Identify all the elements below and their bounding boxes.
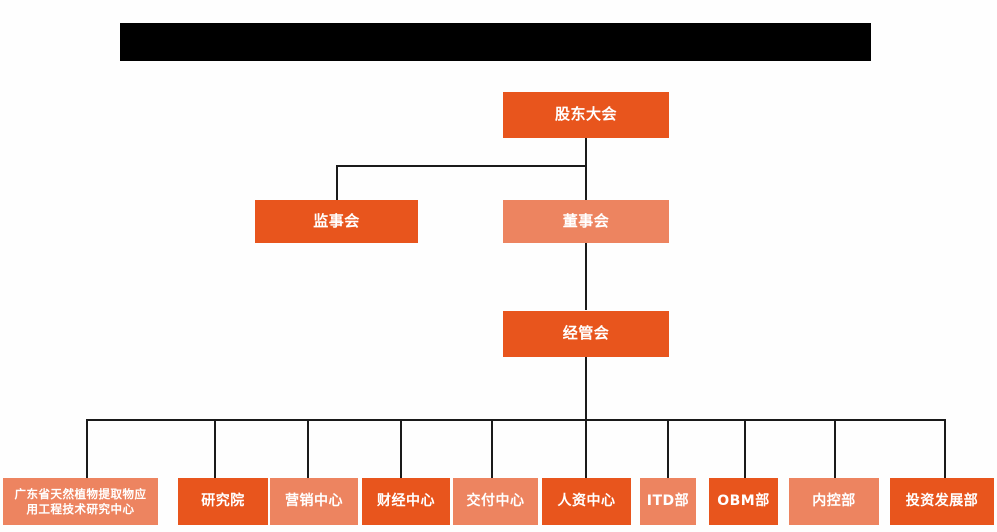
- connector-management-down: [585, 357, 587, 420]
- node-department-internal-control[interactable]: 内控部: [789, 478, 879, 525]
- connector-stub-10: [944, 419, 946, 478]
- node-department-hr-center-label: 人资中心: [557, 492, 616, 509]
- node-department-delivery-center[interactable]: 交付中心: [453, 478, 538, 525]
- node-shareholders-meeting-label: 股东大会: [554, 105, 617, 124]
- node-department-research-institute-label: 研究院: [201, 492, 245, 509]
- connector-stub-4: [400, 419, 402, 478]
- connector-supervisors-down: [336, 165, 338, 200]
- node-board-of-supervisors[interactable]: 监事会: [255, 200, 418, 243]
- node-department-obm[interactable]: OBM部: [709, 478, 778, 525]
- node-department-research-center[interactable]: 广东省天然植物提取物应 用工程技术研究中心: [3, 478, 158, 525]
- node-department-finance-center-label: 财经中心: [377, 492, 435, 509]
- connector-stub-2: [214, 419, 216, 478]
- node-department-research-center-label-line1: 广东省天然植物提取物应: [14, 486, 147, 501]
- node-department-itd-label: ITD部: [646, 492, 690, 509]
- connector-stub-3: [307, 419, 309, 478]
- node-shareholders-meeting[interactable]: 股东大会: [503, 92, 669, 138]
- connector-stub-7: [667, 419, 669, 478]
- node-management-committee-label: 经管会: [562, 324, 610, 343]
- node-department-obm-label: OBM部: [717, 492, 770, 509]
- connector-stub-5: [491, 419, 493, 478]
- node-board-of-directors-label: 董事会: [562, 211, 610, 230]
- node-department-finance-center[interactable]: 财经中心: [362, 478, 450, 525]
- node-department-itd[interactable]: ITD部: [640, 478, 696, 525]
- node-department-investment-development[interactable]: 投资发展部: [890, 478, 994, 525]
- node-department-research-institute[interactable]: 研究院: [178, 478, 268, 525]
- node-department-marketing-center[interactable]: 营销中心: [270, 478, 358, 525]
- node-board-of-supervisors-label: 监事会: [313, 211, 360, 230]
- connector-directors-to-management: [585, 243, 587, 310]
- connector-stub-1: [86, 419, 88, 478]
- connector-stub-9: [834, 419, 836, 478]
- node-department-marketing-center-label: 营销中心: [285, 492, 343, 509]
- redacted-title-bar: [120, 23, 871, 61]
- node-management-committee[interactable]: 经管会: [503, 311, 669, 357]
- connector-stub-6: [585, 419, 587, 478]
- connector-department-bus: [86, 419, 946, 421]
- connector-directors-down: [585, 165, 587, 200]
- connector-shareholders-bus: [336, 165, 586, 167]
- connector-shareholders-down: [585, 138, 587, 166]
- node-board-of-directors[interactable]: 董事会: [503, 200, 669, 243]
- node-department-research-center-label-line2: 用工程技术研究中心: [26, 501, 135, 516]
- node-department-delivery-center-label: 交付中心: [466, 492, 525, 509]
- node-department-hr-center[interactable]: 人资中心: [542, 478, 631, 525]
- node-department-investment-development-label: 投资发展部: [905, 492, 979, 509]
- connector-stub-8: [744, 419, 746, 478]
- node-department-internal-control-label: 内控部: [812, 492, 856, 509]
